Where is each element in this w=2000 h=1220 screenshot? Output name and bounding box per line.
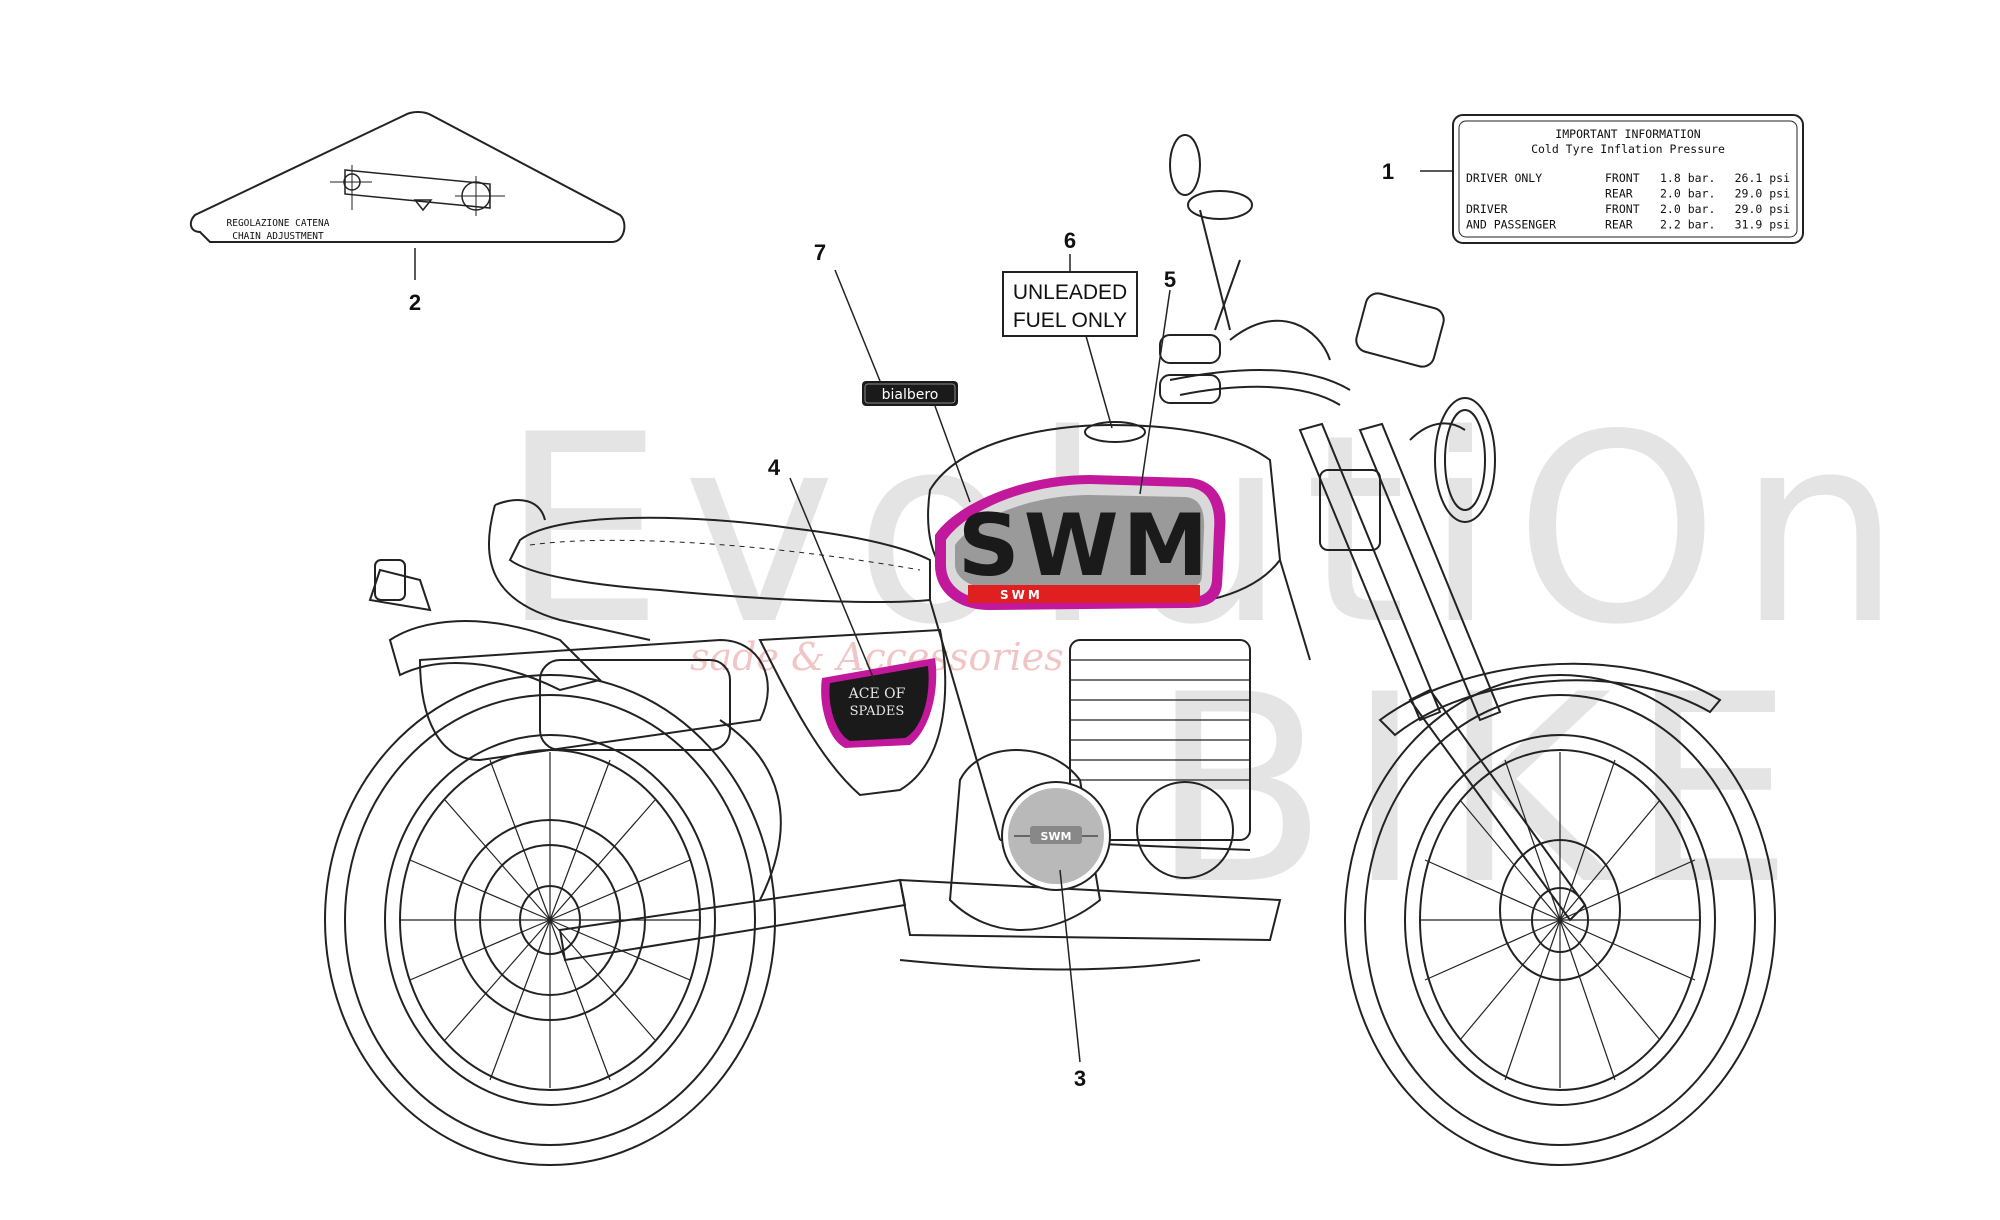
callout-6: 6 [1064, 228, 1076, 253]
tank-decal-logo: SWM [958, 496, 1212, 596]
rear-fender [388, 620, 602, 692]
callout-5: 5 [1164, 267, 1176, 292]
front-fender [1378, 662, 1722, 737]
tank-decal-strip: SWM [1000, 588, 1043, 602]
engine-cover-decal: SWM [1001, 781, 1111, 891]
footpeg-area [899, 959, 1201, 971]
tyre-row-wheel: FRONT [1605, 202, 1640, 216]
leader-7 [834, 269, 881, 382]
leader-7b [934, 405, 971, 503]
watermark-line2: BIKE [1150, 640, 1812, 942]
side-decal-line1: ACE OF [848, 686, 906, 702]
fuel-cap [1084, 421, 1146, 443]
leader-3 [1059, 869, 1081, 1063]
tyre-row-bar: 2.0 bar. [1660, 202, 1715, 216]
side-panel [758, 628, 947, 797]
bialbero-badge: bialbero [862, 381, 958, 406]
instrument-pod [1355, 292, 1445, 368]
tyre-label-title: IMPORTANT INFORMATION [1555, 127, 1700, 141]
front-spokes [1420, 752, 1700, 1088]
headlight [1409, 397, 1496, 523]
bialbero-badge-text: bialbero [882, 387, 939, 403]
fuel-label-line1: UNLEADED [1013, 281, 1127, 304]
front-fork [1298, 422, 1587, 922]
chain-label-line1: REGOLAZIONE CATENA [227, 218, 330, 229]
tank-decal: SWM SWM [935, 475, 1226, 610]
side-panel-decal: ACE OF SPADES [821, 658, 937, 748]
tyre-label-subtitle: Cold Tyre Inflation Pressure [1531, 142, 1725, 156]
rear-spokes [400, 752, 700, 1088]
tyre-row-bar: 2.0 bar. [1660, 187, 1715, 201]
tyre-row-bar: 1.8 bar. [1660, 171, 1715, 185]
front-wheel [1344, 674, 1776, 1166]
swingarm [558, 878, 907, 962]
chain-label-line2: CHAIN ADJUSTMENT [232, 231, 324, 242]
handlebars [1159, 134, 1351, 406]
leader-4 [789, 477, 876, 683]
leader-5 [1139, 289, 1171, 495]
engine-cover-logo: SWM [1040, 830, 1071, 843]
motorcycle-drawing [324, 134, 1776, 1166]
side-decal-line2: SPADES [850, 704, 905, 719]
callout-2: 2 [409, 290, 421, 315]
tyre-row-psi: 29.0 psi [1735, 187, 1790, 201]
tyre-row-psi: 29.0 psi [1735, 202, 1790, 216]
chain-adjustment-label: REGOLAZIONE CATENA CHAIN ADJUSTMENT [189, 111, 626, 243]
exhaust [418, 638, 782, 901]
tyre-row-rider: DRIVER ONLY [1466, 171, 1542, 185]
fuel-label-line2: FUEL ONLY [1013, 309, 1127, 332]
tyre-row-wheel: REAR [1605, 218, 1633, 232]
leader-6b [1085, 335, 1113, 429]
callout-3: 3 [1074, 1066, 1086, 1091]
unleaded-fuel-label: UNLEADED FUEL ONLY [1002, 271, 1138, 337]
tyre-row-wheel: FRONT [1605, 171, 1640, 185]
tyre-row-psi: 31.9 psi [1735, 218, 1790, 232]
rear-rack [488, 504, 651, 641]
callouts: 1 2 3 4 5 6 7 [409, 159, 1394, 1091]
leader-lines [414, 170, 1453, 1063]
tyre-row-wheel: REAR [1605, 187, 1633, 201]
engine [898, 639, 1282, 942]
tyre-pressure-label: IMPORTANT INFORMATION Cold Tyre Inflatio… [1452, 114, 1804, 244]
callout-7: 7 [814, 240, 826, 265]
tyre-row-psi: 26.1 psi [1735, 171, 1790, 185]
tyre-row-rider: AND PASSENGER [1466, 218, 1556, 232]
callout-4: 4 [768, 455, 781, 480]
callout-1: 1 [1382, 159, 1394, 184]
watermark: EvolutiOn BIKE sade & Accessories [500, 380, 1902, 942]
tyre-row-rider: DRIVER [1466, 202, 1508, 216]
tyre-row-bar: 2.2 bar. [1660, 218, 1715, 232]
